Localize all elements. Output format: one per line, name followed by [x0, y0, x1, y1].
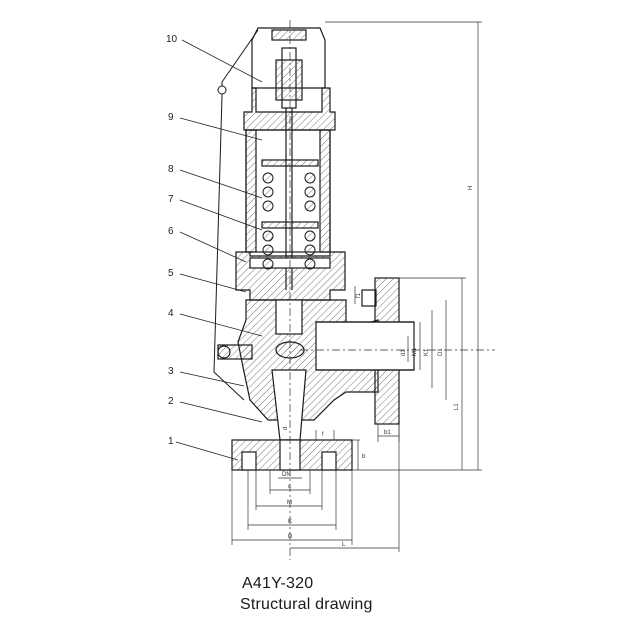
callout-6: 6	[168, 226, 174, 237]
callout-9: 9	[168, 112, 174, 123]
dim-label-b1: b1	[384, 430, 391, 436]
dim-label-c: c	[288, 484, 291, 490]
dim-label-D: D	[288, 534, 293, 540]
leader-lines	[175, 39, 263, 461]
callout-3: 3	[168, 366, 174, 377]
dim-label-L1: L1	[454, 403, 460, 410]
drawing-subtitle: Structural drawing	[240, 596, 373, 613]
dim-label-M1: M1	[412, 347, 418, 356]
callout-5: 5	[168, 268, 174, 279]
dim-label-f: f	[322, 432, 324, 438]
callout-2: 2	[168, 396, 174, 407]
drawing-model-number: A41Y-320	[242, 575, 314, 592]
dim-label-K: K	[288, 519, 292, 525]
dim-label-d: d	[283, 427, 289, 430]
spring-coils	[262, 172, 316, 270]
dim-label-b: b	[362, 454, 366, 460]
callout-10: 10	[166, 34, 178, 45]
callout-8: 8	[168, 164, 174, 175]
dim-label-L: L	[342, 542, 346, 548]
dim-label-f1: f1	[356, 292, 362, 298]
dimension-lines	[231, 21, 482, 552]
callout-7: 7	[168, 194, 174, 205]
callout-4: 4	[168, 308, 174, 319]
dim-label-D1: D1	[438, 348, 444, 356]
dim-label-DN: DN	[282, 472, 291, 478]
centerlines	[289, 20, 495, 560]
dim-label-H: H	[468, 186, 474, 190]
dim-label-d1: d1	[401, 349, 407, 356]
valve-structural-drawing: 10 9 8 7 6 5 4 3 2 1 H L1 D1 K1 M1 d1 b1…	[166, 20, 495, 560]
dim-label-M: M	[287, 500, 292, 506]
valve-body-outline	[217, 27, 415, 471]
callout-1: 1	[168, 436, 174, 447]
dim-label-K1: K1	[424, 348, 430, 356]
